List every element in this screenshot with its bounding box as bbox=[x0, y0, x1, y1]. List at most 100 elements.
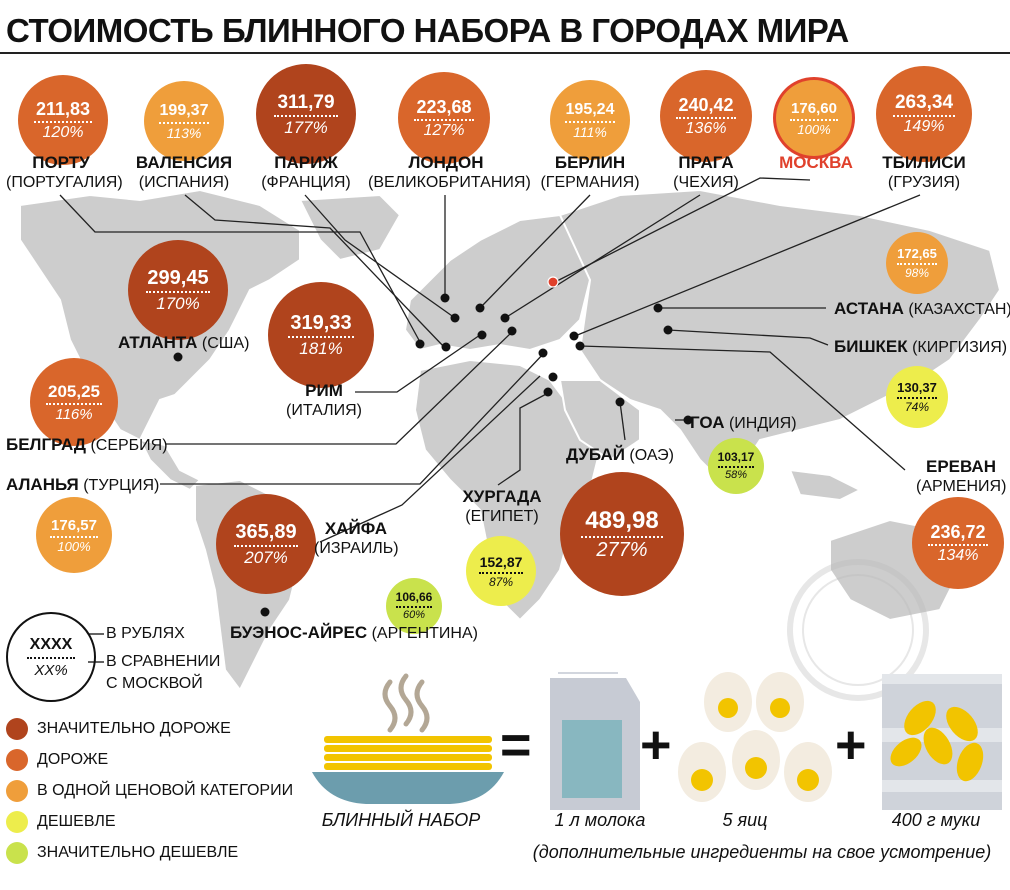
connector-prague bbox=[504, 194, 701, 319]
legend-swatch bbox=[6, 780, 28, 802]
label-bishkek: БИШКЕК (КИРГИЗИЯ) bbox=[834, 337, 1008, 356]
dot-atlanta bbox=[173, 352, 183, 362]
flour-bag-icon bbox=[882, 674, 1002, 810]
legend-same: В ОДНОЙ ЦЕНОВОЙ КАТЕГОРИИ bbox=[6, 780, 293, 802]
dot-buenos bbox=[260, 607, 270, 617]
dot-berlin bbox=[475, 303, 485, 313]
dot-haifa bbox=[548, 372, 558, 382]
label-porto: ПОРТУ(ПОРТУГАЛИЯ) bbox=[6, 153, 123, 192]
dot-tbilisi bbox=[569, 331, 579, 341]
label-prague: ПРАГА(ЧЕХИЯ) bbox=[673, 153, 739, 192]
connector-tbilisi bbox=[574, 194, 921, 337]
dot-london bbox=[440, 293, 450, 303]
label-yerevan: ЕРЕВАН(АРМЕНИЯ) bbox=[916, 457, 1007, 496]
legend-much-cheaper: ЗНАЧИТЕЛЬНО ДЕШЕВЛЕ bbox=[6, 842, 238, 864]
label-london: ЛОНДОН(ВЕЛИКОБРИТАНИЯ) bbox=[368, 153, 531, 192]
legend-cheaper: ДЕШЕВЛЕ bbox=[6, 811, 116, 833]
connector-porto bbox=[59, 194, 421, 343]
africa-shape bbox=[413, 358, 602, 622]
legend-much-more: ЗНАЧИТЕЛЬНО ДОРОЖЕ bbox=[6, 718, 231, 740]
caption-pancake-set: БЛИННЫЙ НАБОР bbox=[321, 810, 481, 830]
dot-prague bbox=[500, 313, 510, 323]
label-haifa: ХАЙФА(ИЗРАИЛЬ) bbox=[314, 519, 399, 558]
label-goa: ГОА (ИНДИЯ) bbox=[690, 413, 797, 432]
connector-lines bbox=[59, 177, 921, 543]
pancake-stack-icon bbox=[312, 736, 504, 804]
connector-belgrade bbox=[166, 331, 513, 445]
legend-swatch bbox=[6, 811, 28, 833]
dot-yerevan bbox=[575, 341, 585, 351]
connector-hurghada bbox=[497, 391, 551, 486]
dot-dubai bbox=[615, 397, 625, 407]
key-pct-label-2: С МОСКВОЙ bbox=[106, 675, 203, 692]
connector-bishkek bbox=[667, 329, 829, 346]
watermark-emblem bbox=[787, 559, 929, 701]
label-atlanta: АТЛАНТА (США) bbox=[118, 333, 250, 352]
caption-note: (дополнительные ингредиенты на свое усмо… bbox=[532, 842, 992, 862]
key-circle: XXXX XX% bbox=[6, 612, 96, 702]
dot-valencia bbox=[441, 342, 451, 352]
equals-sign: = bbox=[500, 715, 532, 775]
milk-carton-icon bbox=[550, 672, 640, 810]
plus-sign-2: + bbox=[835, 715, 867, 775]
connector-berlin bbox=[479, 194, 591, 309]
dot-bishkek bbox=[663, 325, 673, 335]
label-paris: ПАРИЖ(ФРАНЦИЯ) bbox=[261, 153, 351, 192]
label-rome: РИМ(ИТАЛИЯ) bbox=[286, 381, 362, 420]
connector-valencia bbox=[184, 194, 446, 349]
dot-porto bbox=[415, 339, 425, 349]
label-buenos-aires: БУЭНОС-АЙРЕС (АРГЕНТИНА) bbox=[230, 623, 478, 642]
key-price-label: В РУБЛЯХ bbox=[106, 625, 185, 642]
connector-yerevan bbox=[579, 345, 906, 471]
caption-flour: 400 г муки bbox=[891, 810, 981, 830]
dot-paris bbox=[450, 313, 460, 323]
page-title: СТОИМОСТЬ БЛИННОГО НАБОРА В ГОРОДАХ МИРА bbox=[6, 12, 849, 49]
label-alanya: АЛАНЬЯ (ТУРЦИЯ) bbox=[6, 475, 160, 494]
connector-moscow bbox=[554, 177, 811, 283]
label-tbilisi: ТБИЛИСИ(ГРУЗИЯ) bbox=[882, 153, 966, 192]
key-connectors bbox=[88, 633, 104, 663]
legend-swatch bbox=[6, 749, 28, 771]
key-pct-label-1: В СРАВНЕНИИ bbox=[106, 653, 221, 670]
legend-swatch bbox=[6, 718, 28, 740]
steam-icon bbox=[382, 673, 430, 733]
label-valencia: ВАЛЕНСИЯ(ИСПАНИЯ) bbox=[135, 153, 233, 192]
dot-belgrade bbox=[507, 326, 517, 336]
dot-goa bbox=[683, 415, 693, 425]
connector-haifa bbox=[319, 375, 541, 543]
connector-alanya bbox=[160, 351, 546, 485]
formula-illustrations bbox=[312, 672, 1002, 810]
dot-hurghada bbox=[543, 387, 553, 397]
dot-moscow bbox=[547, 276, 559, 288]
dot-astana bbox=[653, 303, 663, 313]
greenland-shape bbox=[298, 193, 402, 262]
legend-more: ДОРОЖЕ bbox=[6, 749, 108, 771]
connector-dubai bbox=[619, 401, 626, 441]
connector-rome bbox=[355, 334, 481, 393]
title-divider bbox=[0, 52, 1010, 54]
indonesia-shape bbox=[788, 468, 863, 502]
label-berlin: БЕРЛИН(ГЕРМАНИЯ) bbox=[540, 153, 640, 192]
plus-sign-1: + bbox=[640, 715, 672, 775]
eggs-icon bbox=[678, 672, 832, 802]
label-moscow: МОСКВА bbox=[779, 153, 853, 172]
dot-alanya bbox=[538, 348, 548, 358]
legend-swatch bbox=[6, 842, 28, 864]
caption-eggs: 5 яиц bbox=[722, 810, 768, 830]
